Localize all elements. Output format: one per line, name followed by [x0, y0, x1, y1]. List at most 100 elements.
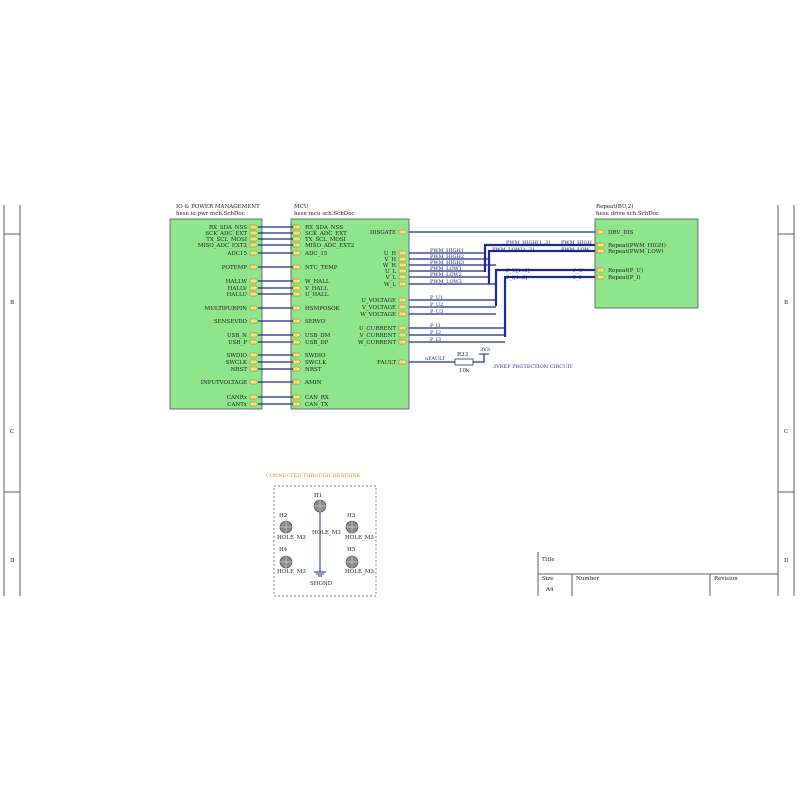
repeat-port[interactable]	[596, 229, 606, 235]
io-port[interactable]	[249, 285, 259, 291]
io-port-label: SWDIO	[226, 353, 247, 359]
net-label-pi: P_I2	[430, 330, 441, 336]
repeat-port[interactable]	[596, 248, 606, 254]
sheet-io-body[interactable]	[169, 218, 263, 410]
sheet-io-title: IO & POWER MANAGEMENT	[176, 204, 260, 210]
mcu-left-port[interactable]	[292, 352, 302, 358]
mcu-left-port[interactable]	[292, 394, 302, 400]
io-port-label: INPUTVOLTAGE	[201, 380, 247, 386]
net-label-pi: P_I1	[430, 323, 441, 329]
net-label-pu: P_U3	[430, 309, 443, 315]
mcu-left-port-label: ADC_15	[304, 251, 328, 257]
io-port-label: SCK_ADC_EXT	[205, 231, 247, 237]
sheet-io-power[interactable]: IO & POWER MANAGEMENT hese io pwr mch.Sc…	[169, 204, 263, 410]
resistor-value: 10k	[459, 368, 470, 374]
hole-ref: H1	[314, 493, 322, 499]
mcu-right-port[interactable]	[398, 304, 408, 310]
io-port-label: SWCLK	[226, 360, 248, 366]
mcu-left-port[interactable]	[292, 359, 302, 365]
mcu-left-port-label: CAN_TX	[305, 402, 328, 408]
mcu-left-port[interactable]	[292, 224, 302, 230]
mcu-left-port[interactable]	[292, 250, 302, 256]
io-port[interactable]	[249, 352, 259, 358]
net-label-pwm: PWM_HIGH2	[430, 254, 464, 260]
mcu-right-port[interactable]	[398, 262, 408, 268]
mcu-right-port[interactable]	[398, 250, 408, 256]
mcu-right-port[interactable]	[398, 281, 408, 287]
io-port[interactable]	[249, 242, 259, 248]
mcu-left-port[interactable]	[292, 291, 302, 297]
mcu-left-port[interactable]	[292, 318, 302, 324]
mcu-right-port-label: U_VOLTAGE	[361, 298, 396, 304]
io-port[interactable]	[249, 379, 259, 385]
sheet-repeat-body[interactable]	[594, 218, 699, 309]
mcu-left-port[interactable]	[292, 285, 302, 291]
mcu-left-port-label: V_HALL	[304, 286, 328, 292]
sheet-repeat-driver[interactable]: Repeat(BU,2) hese drive sch.SchDoc DRV_D…	[594, 203, 699, 309]
io-port[interactable]	[249, 401, 259, 407]
mcu-left-port[interactable]	[292, 339, 302, 345]
mcu-left-port-label: RX_SDA_NSS	[305, 225, 343, 231]
mcu-right-port[interactable]	[398, 274, 408, 280]
mcu-right-port[interactable]	[398, 325, 408, 331]
io-port[interactable]	[249, 332, 259, 338]
sheet-mcu-body[interactable]	[290, 218, 410, 410]
mcu-right-port[interactable]	[398, 256, 408, 262]
mcu-right-port[interactable]	[398, 339, 408, 345]
mcu-left-port[interactable]	[292, 401, 302, 407]
io-port[interactable]	[249, 236, 259, 242]
io-port[interactable]	[249, 318, 259, 324]
io-port[interactable]	[249, 264, 259, 270]
mcu-left-port[interactable]	[292, 236, 302, 242]
bus-label-pwm-high-range: PWM_HIGH[1..3]	[506, 240, 550, 246]
io-port-label: TX_SCL_MOSI	[206, 237, 247, 243]
mcu-right-port[interactable]	[398, 297, 408, 303]
mcu-right-port[interactable]	[398, 311, 408, 317]
mcu-left-port[interactable]	[292, 379, 302, 385]
repeat-port[interactable]	[596, 267, 606, 273]
bus-label-pwm-low: PWM_LOW	[561, 247, 591, 253]
mcu-left-port[interactable]	[292, 278, 302, 284]
io-port-label: RX_SDA_NSS	[209, 225, 247, 231]
net-label-pwm: PWM_LOW1	[430, 266, 462, 272]
row-label-d-right: D	[784, 558, 789, 564]
io-port[interactable]	[249, 359, 259, 365]
io-port[interactable]	[249, 305, 259, 311]
io-port[interactable]	[249, 339, 259, 345]
mcu-left-port[interactable]	[292, 230, 302, 236]
row-label-c-left: C	[10, 429, 14, 435]
io-port[interactable]	[249, 224, 259, 230]
io-port[interactable]	[249, 278, 259, 284]
io-port[interactable]	[249, 230, 259, 236]
row-label-d-left: D	[10, 558, 15, 564]
io-port-label: USB_P	[228, 340, 247, 346]
mcu-right-port[interactable]	[398, 229, 408, 235]
io-port[interactable]	[249, 291, 259, 297]
pwm-high-bus	[483, 243, 595, 337]
io-port-label: HALLW	[226, 279, 248, 285]
mcu-right-port[interactable]	[398, 268, 408, 274]
mcu-left-port[interactable]	[292, 366, 302, 372]
bus-label-pwm-low-range: PWM_LOW[1..3]	[492, 247, 534, 253]
io-port[interactable]	[249, 366, 259, 372]
mcu-left-port[interactable]	[292, 305, 302, 311]
mcu-left-port-label: CAN_RX	[305, 395, 329, 401]
hole-ref: H4	[279, 547, 288, 553]
mcu-right-port[interactable]	[398, 359, 408, 365]
hole-type: HOLE_M3	[277, 569, 306, 575]
repeat-port[interactable]	[596, 274, 606, 280]
resistor-r33[interactable]	[454, 358, 474, 366]
repeat-port-label: Repeat(P_U)	[608, 267, 643, 274]
io-port[interactable]	[249, 250, 259, 256]
mcu-left-port[interactable]	[292, 264, 302, 270]
resistor-ref: R33	[457, 352, 469, 358]
mcu-right-port-label: W_CURRENT	[358, 340, 396, 346]
io-port[interactable]	[249, 394, 259, 400]
repeat-port[interactable]	[596, 242, 606, 248]
mcu-left-port[interactable]	[292, 332, 302, 338]
mcu-left-port[interactable]	[292, 242, 302, 248]
sheet-mcu[interactable]: MCU hese mcu sch.SchDoc RX_SDA_NSSSCK_AD…	[290, 204, 410, 410]
rail-3v3: 3V3	[480, 347, 490, 353]
mcu-right-port[interactable]	[398, 332, 408, 338]
